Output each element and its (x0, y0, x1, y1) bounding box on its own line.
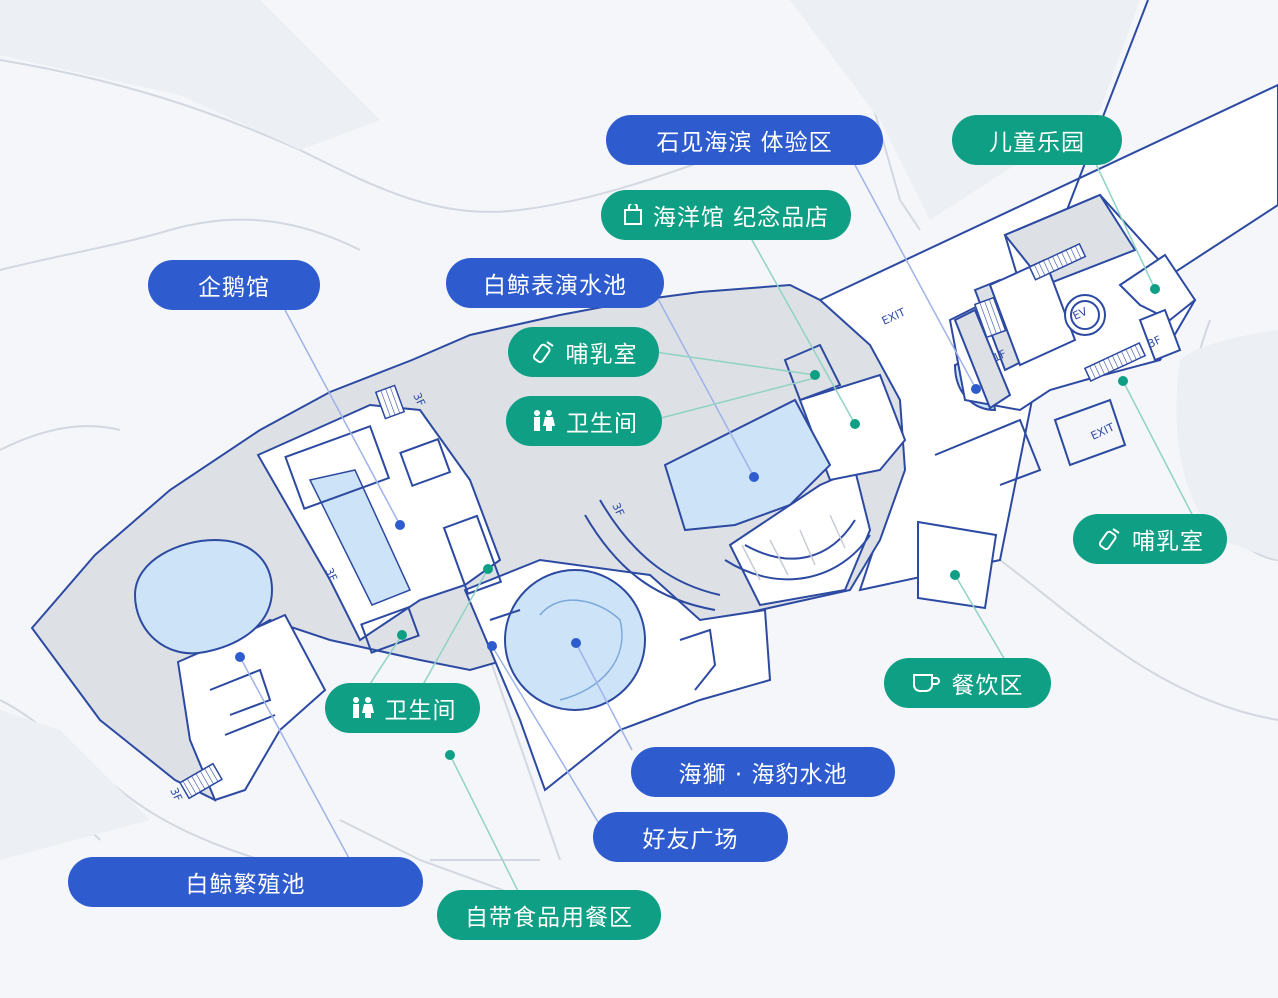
stadium-seating (584, 499, 871, 611)
floor-mark-3f-stage: 3F (609, 501, 626, 519)
label-nursing-room-2[interactable]: 哺乳室 (1073, 514, 1227, 564)
leader-lines-blue (239, 164, 977, 861)
label-picnic-area[interactable]: 自带食品用餐区 (437, 890, 661, 940)
label-text: 餐饮区 (951, 673, 1024, 699)
label-kids-playground[interactable]: 儿童乐园 (952, 115, 1122, 165)
label-souvenir-shop[interactable]: 海洋馆 纪念品店 (601, 190, 851, 240)
label-sealion-seal-pool[interactable]: 海獅 · 海豹水池 (631, 747, 895, 797)
location-dots-green (397, 284, 1160, 760)
label-text: 企鹅馆 (198, 275, 270, 301)
label-text: 卫生间 (384, 698, 457, 724)
label-text: 海洋馆 纪念品店 (652, 205, 830, 231)
seating-sections (741, 514, 846, 581)
elevator-label: EV (1071, 305, 1090, 323)
baby-bottle-icon (1096, 526, 1122, 552)
shopping-bag-icon (623, 204, 643, 226)
label-dining-area[interactable]: 餐饮区 (884, 658, 1051, 708)
stairways (179, 242, 1147, 800)
location-dots-blue (235, 384, 981, 662)
floor-mark-3f-pool: 3F (322, 566, 339, 584)
label-text: 海獅 · 海豹水池 (678, 762, 848, 788)
inner-walls (209, 343, 1127, 736)
coffee-cup-icon (912, 672, 942, 694)
label-text: 儿童乐园 (989, 130, 1085, 156)
label-friends-plaza[interactable]: 好友广场 (593, 812, 788, 862)
floor-mark-3f-sw: 3F (167, 786, 184, 804)
floor-mark-3f-east: 3F (1146, 333, 1164, 350)
label-penguin-hall[interactable]: 企鹅馆 (148, 260, 320, 310)
exterior-wall (1059, 0, 1149, 229)
label-text: 哺乳室 (565, 342, 638, 368)
label-text: 白鲸表演水池 (483, 273, 627, 299)
label-restroom-1[interactable]: 卫生间 (506, 396, 662, 446)
baby-bottle-icon (530, 339, 556, 365)
exit-sign-east: EXIT (1089, 420, 1117, 442)
label-text: 白鲸繁殖池 (185, 872, 306, 898)
label-restroom-2[interactable]: 卫生间 (325, 683, 480, 733)
label-text: 好友广场 (642, 827, 739, 853)
floor-mark-1f: 1F (991, 347, 1009, 364)
label-ishimi-seaside[interactable]: 石见海滨 体验区 (606, 115, 883, 165)
label-text: 卫生间 (566, 411, 638, 437)
leader-lines-green (369, 161, 1196, 896)
label-nursing-room-1[interactable]: 哺乳室 (508, 327, 659, 377)
floor-mark-3f-penguin: 3F (410, 391, 427, 409)
restroom-icon (349, 696, 375, 720)
label-text: 石见海滨 体验区 (656, 130, 833, 156)
label-text: 自带食品用餐区 (465, 905, 633, 931)
terrain-blocks (0, 0, 1278, 860)
label-beluga-show-pool[interactable]: 白鲸表演水池 (446, 258, 664, 308)
label-text: 哺乳室 (1132, 529, 1204, 555)
label-beluga-breeding-pool[interactable]: 白鲸繁殖池 (68, 857, 423, 907)
restroom-icon (530, 409, 556, 433)
